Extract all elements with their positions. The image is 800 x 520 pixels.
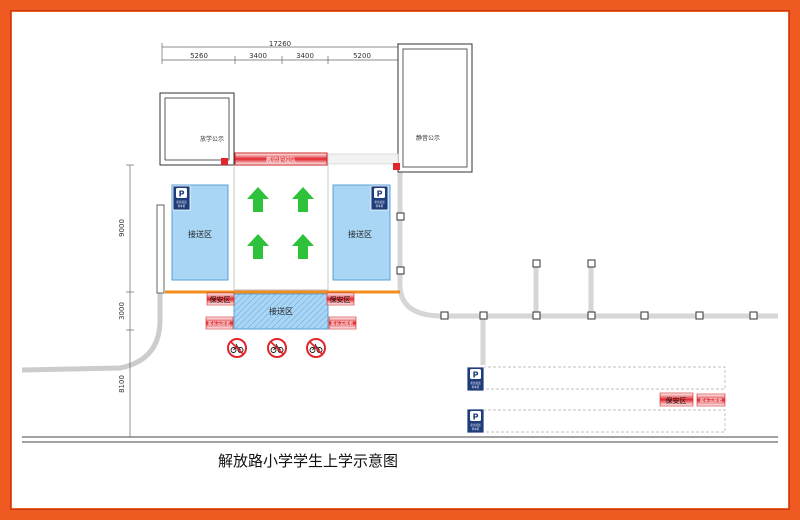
- building-left-label: 放学公示: [200, 135, 224, 143]
- parking-icon: P 家长接送 停车区: [172, 185, 191, 211]
- guard-label-left: 保安区: [210, 295, 231, 304]
- dim-seg-4: 5200: [353, 52, 371, 60]
- parent-label-right: 家长志愿者: [331, 320, 354, 327]
- svg-text:P: P: [179, 190, 185, 199]
- svg-text:停车区: 停车区: [472, 385, 480, 389]
- svg-text:家长接送: 家长接送: [470, 423, 481, 427]
- pickup-zone-right-label: 接送区: [348, 229, 372, 239]
- gate-post-right: [393, 163, 400, 170]
- main-road: [22, 436, 778, 443]
- road-markers: [396, 212, 758, 320]
- svg-text:停车区: 停车区: [376, 204, 384, 208]
- guard-label-lane: 保安区: [666, 396, 687, 405]
- dim-seg-3: 3400: [296, 52, 314, 60]
- dim-seg-1: 5260: [190, 52, 208, 60]
- svg-text:P: P: [473, 371, 479, 380]
- parent-box-lane: [696, 393, 726, 407]
- svg-text:家长接送: 家长接送: [470, 381, 481, 385]
- arrow-up-icon: [247, 234, 269, 259]
- gate-post-left: [221, 158, 228, 165]
- svg-text:P: P: [377, 190, 383, 199]
- building-left: [159, 92, 235, 166]
- dim-vert-2: 3000: [118, 302, 126, 320]
- guard-box-right: [326, 292, 355, 306]
- parking-icon: P 家长接送 停车区: [466, 366, 485, 392]
- guard-box-left: [206, 292, 235, 306]
- no-bicycle-icon: [267, 338, 287, 358]
- gate-hatch: [327, 153, 399, 165]
- dim-total: 17260: [269, 40, 291, 48]
- dim-vert-3: 8100: [118, 375, 126, 393]
- dim-seg-2: 3400: [249, 52, 267, 60]
- building-right: [397, 43, 473, 173]
- arrow-up-icon: [292, 187, 314, 212]
- pickup-zone-left-label: 接送区: [188, 229, 212, 239]
- svg-text:停车区: 停车区: [472, 427, 480, 431]
- left-wall-post: [156, 204, 165, 294]
- parent-label-lane: 家长志愿者: [700, 397, 723, 404]
- right-road: [397, 170, 778, 365]
- dim-vert-1: 9000: [118, 219, 126, 237]
- diagram-title: 解放路小学学生上学示意图: [218, 452, 398, 470]
- pickup-zone-center-label: 接送区: [269, 306, 293, 316]
- poster-inner-border: [10, 10, 790, 510]
- parent-box-right: [328, 316, 357, 330]
- guard-label-right: 保安区: [330, 295, 351, 304]
- arrow-up-icon: [247, 187, 269, 212]
- left-road-curve: [21, 290, 163, 373]
- guard-box-lane: [659, 392, 694, 407]
- svg-text:P: P: [473, 413, 479, 422]
- svg-text:家长接送: 家长接送: [176, 200, 187, 204]
- gate-banner-label: 教师护校队: [266, 156, 296, 164]
- no-bicycle-icon: [227, 338, 247, 358]
- arrow-up-icon: [292, 234, 314, 259]
- parent-box-left: [205, 316, 234, 330]
- svg-text:停车区: 停车区: [178, 204, 186, 208]
- parking-icon: P 家长接送 停车区: [370, 185, 389, 211]
- no-bicycle-icon: [306, 338, 326, 358]
- parking-icon: P 家长接送 停车区: [466, 408, 485, 434]
- parent-label-left: 家长志愿者: [208, 320, 231, 327]
- gate-area: [233, 164, 329, 291]
- gate-banner: [234, 152, 328, 166]
- pickup-zone-center: [233, 293, 329, 330]
- building-right-label: 静音公示: [416, 134, 440, 142]
- svg-text:家长接送: 家长接送: [374, 200, 385, 204]
